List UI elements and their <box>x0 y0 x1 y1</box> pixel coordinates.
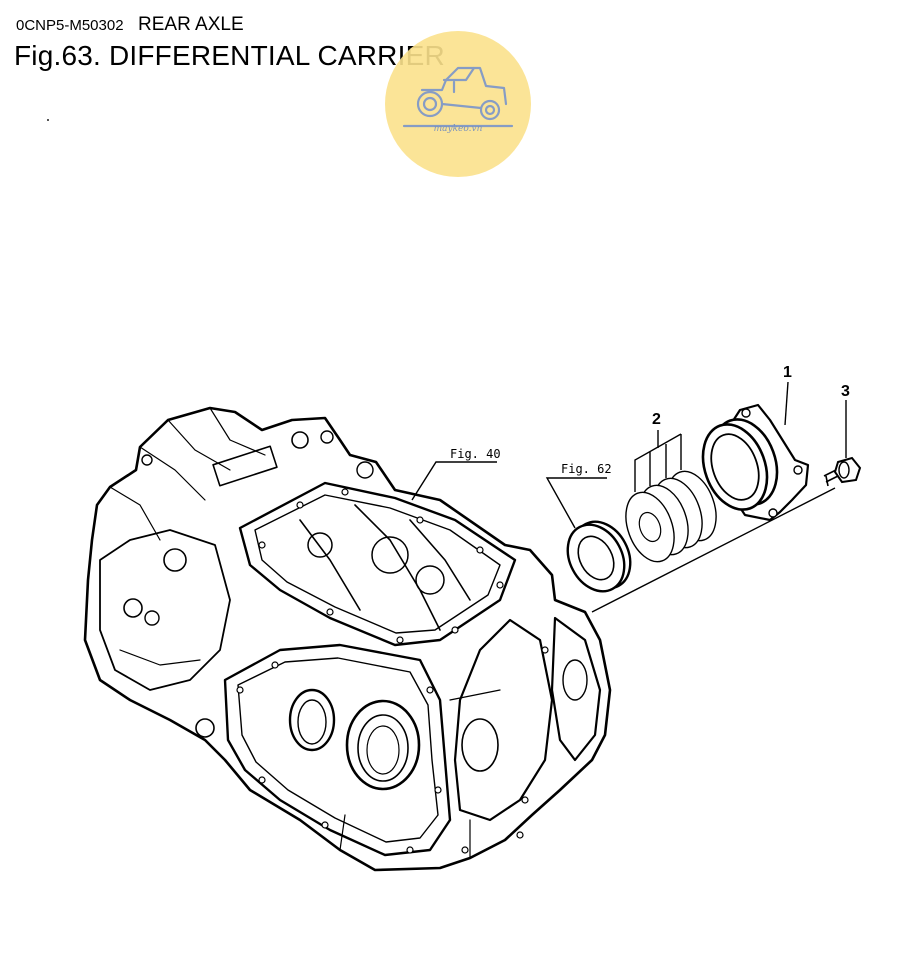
callout-fig40: Fig. 40 <box>411 447 501 501</box>
callout-fig40-label: Fig. 40 <box>450 447 501 461</box>
header-line: 0CNP5-M50302 REAR AXLE <box>16 14 244 36</box>
watermark-logo: maykeo.vn <box>384 30 532 178</box>
watermark-text: maykeo.vn <box>433 124 483 134</box>
part-number-1: 1 <box>783 364 792 381</box>
differential-carrier-housing <box>83 406 612 872</box>
part-number-3: 3 <box>841 383 850 400</box>
section-title: REAR AXLE <box>138 14 244 35</box>
part-1-bearing-housing <box>701 381 810 522</box>
bearing-fig62 <box>566 520 632 593</box>
part-2-shims <box>625 430 717 563</box>
figure-title: Fig.63. DIFFERENTIAL CARRIER <box>14 40 445 71</box>
callout-fig62-label: Fig. 62 <box>561 462 612 476</box>
tractor-icon <box>385 31 531 177</box>
stray-dot <box>47 119 49 121</box>
doc-code: 0CNP5-M50302 <box>16 17 124 34</box>
part-3-bolt <box>823 400 862 487</box>
callout-fig62: Fig. 62 <box>545 462 612 529</box>
part-number-2: 2 <box>652 411 661 428</box>
assembly-axis-line <box>591 487 836 613</box>
